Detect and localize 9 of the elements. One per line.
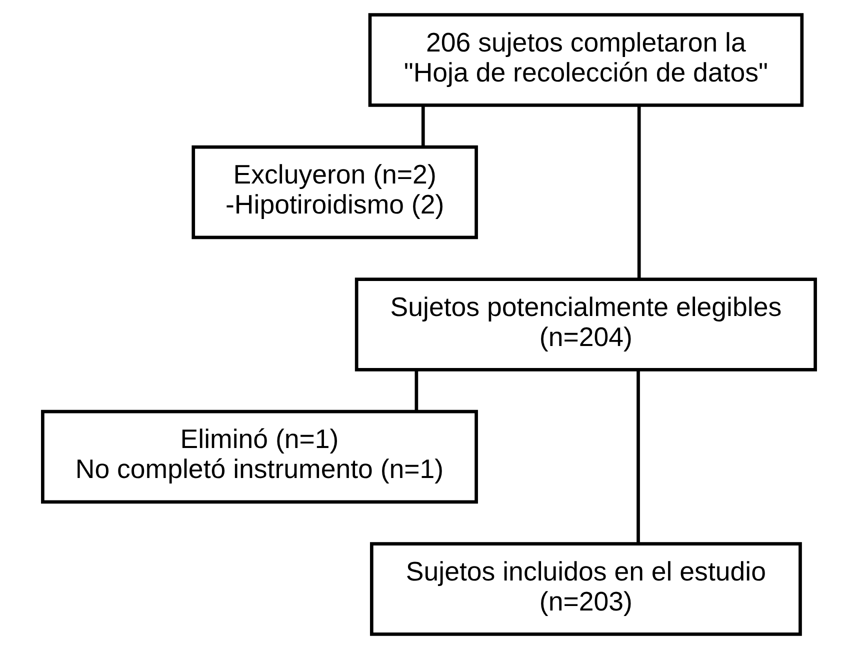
node-box: Eliminó (n=1) No completó instrumento (n=1) <box>41 410 478 504</box>
connector <box>421 106 425 147</box>
node-box: Sujetos potencialmente elegibles (n=204) <box>354 278 817 372</box>
node-box: Sujetos incluidos en el estudio (n=203) <box>370 542 802 636</box>
connector <box>414 370 418 412</box>
node-box: 206 sujetos completaron la "Hoja de recolección de datos" <box>368 13 804 107</box>
node-box: Excluyeron (n=2) -Hipotiroidismo (2) <box>192 145 478 240</box>
connector <box>637 105 641 280</box>
connector <box>636 370 640 544</box>
